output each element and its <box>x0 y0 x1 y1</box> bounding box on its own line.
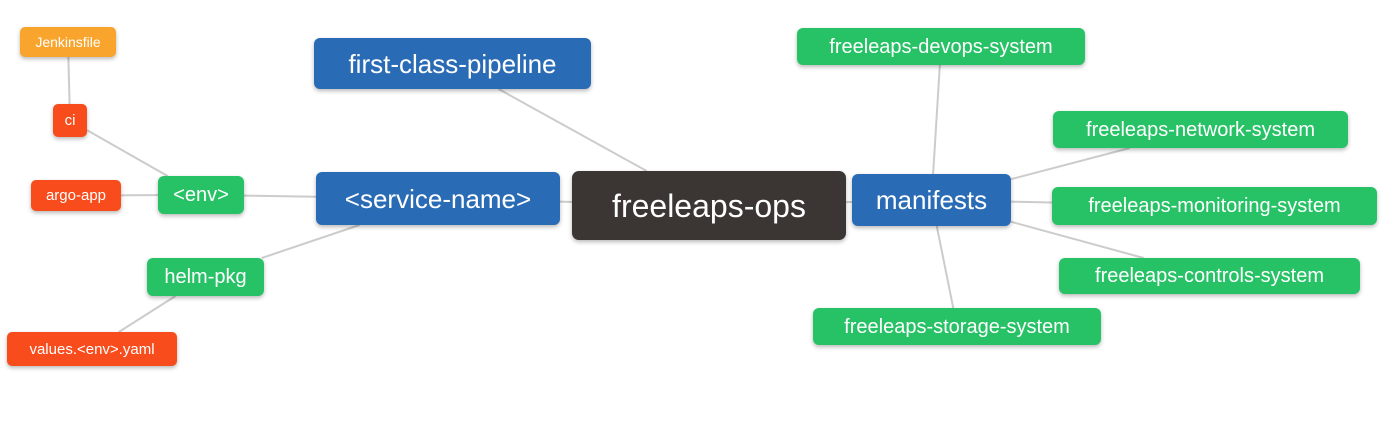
node-label: ci <box>64 112 76 129</box>
mindmap-node-freeleaps-controls-system[interactable]: freeleaps-controls-system <box>1059 258 1360 294</box>
edge-jenkinsfile-ci <box>67 56 71 105</box>
node-label: freeleaps-ops <box>612 187 806 224</box>
mindmap-node-freeleaps-monitoring-system[interactable]: freeleaps-monitoring-system <box>1052 187 1377 225</box>
edge-manifests-freeleaps-storage-system <box>935 225 955 309</box>
mindmap-node-helm-pkg[interactable]: helm-pkg <box>147 258 264 296</box>
mindmap-node-env[interactable]: <env> <box>158 176 244 214</box>
node-label: values.<env>.yaml <box>29 340 155 358</box>
mindmap-node-freeleaps-storage-system[interactable]: freeleaps-storage-system <box>813 308 1101 345</box>
edge-manifests-freeleaps-monitoring-system <box>1010 200 1053 204</box>
edge-first-class-pipeline-freeleaps-ops <box>498 88 648 172</box>
mindmap-node-freeleaps-ops[interactable]: freeleaps-ops <box>572 171 846 240</box>
edge-helm-pkg-service-name <box>261 224 360 259</box>
mindmap-node-freeleaps-devops-system[interactable]: freeleaps-devops-system <box>797 28 1085 65</box>
node-label: <env> <box>173 184 229 206</box>
node-label: freeleaps-controls-system <box>1095 265 1324 287</box>
mindmap-node-argo-app[interactable]: argo-app <box>31 180 121 211</box>
node-label: helm-pkg <box>164 266 247 288</box>
node-label: argo-app <box>45 187 107 204</box>
mindmap-node-values-env-yaml[interactable]: values.<env>.yaml <box>7 332 177 366</box>
node-label: manifests <box>875 185 988 215</box>
node-label: freeleaps-network-system <box>1086 118 1315 141</box>
edge-values-env-yaml-helm-pkg <box>118 295 177 333</box>
edge-ci-env <box>86 129 169 177</box>
edge-manifests-freeleaps-devops-system <box>932 64 941 175</box>
edge-env-service-name <box>243 194 317 198</box>
node-label: first-class-pipeline <box>348 48 557 79</box>
mindmap-node-ci[interactable]: ci <box>53 104 87 137</box>
edge-manifests-freeleaps-network-system <box>1010 147 1131 181</box>
mindmap-node-first-class-pipeline[interactable]: first-class-pipeline <box>314 38 591 89</box>
node-label: freeleaps-storage-system <box>844 315 1070 338</box>
node-label: freeleaps-devops-system <box>829 35 1053 58</box>
edge-manifests-freeleaps-controls-system <box>1010 220 1144 259</box>
mindmap-node-service-name[interactable]: <service-name> <box>316 172 560 225</box>
node-label: freeleaps-monitoring-system <box>1088 195 1341 217</box>
mindmap-node-jenkinsfile[interactable]: Jenkinsfile <box>20 27 116 57</box>
mindmap-node-manifests[interactable]: manifests <box>852 174 1011 226</box>
node-label: <service-name> <box>344 183 532 214</box>
mindmap-node-freeleaps-network-system[interactable]: freeleaps-network-system <box>1053 111 1348 148</box>
node-label: Jenkinsfile <box>35 34 101 50</box>
